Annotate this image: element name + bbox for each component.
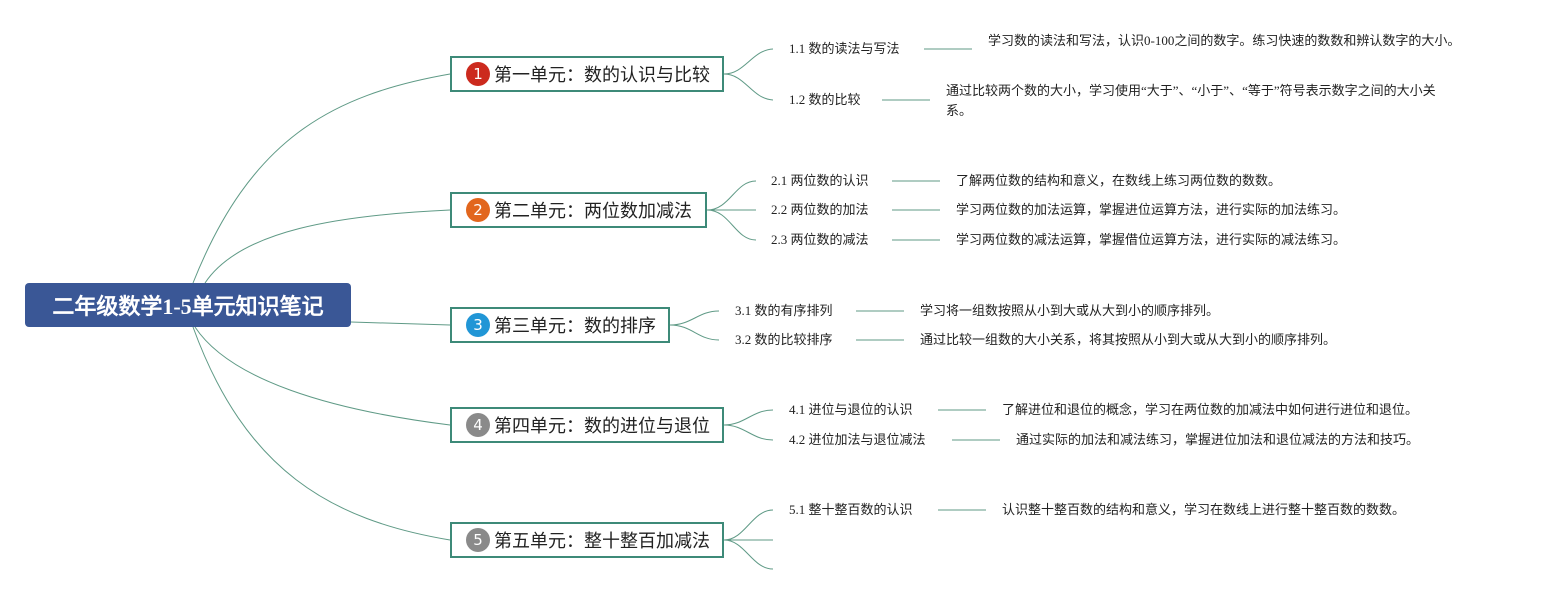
connector-root-unit-2 (204, 209, 451, 284)
unit-3-title: 第三单元：数的排序 (494, 316, 656, 337)
connector-root-unit-4 (194, 326, 451, 426)
description-1-2: 通过比较两个数的大小，学习使用“大于”、“小于”、“等于”符号表示数字之间的大小… (946, 83, 1436, 118)
subtopic-1-2[interactable]: 1.2 数的比较 (789, 92, 861, 107)
subtopic-1-1[interactable]: 1.1 数的读法与写法 (789, 41, 900, 56)
description-4-1: 了解进位和退位的概念，学习在两位数的加减法中如何进行进位和退位。 (1002, 402, 1419, 417)
unit-5-title: 第五单元：整十整百加减法 (494, 531, 710, 552)
description-4-2: 通过实际的加法和减法练习，掌握进位加法和退位减法的方法和技巧。 (1016, 432, 1420, 447)
number-5-badge-icon: 5 (466, 528, 490, 552)
connector-u4-t2 (723, 424, 774, 441)
number-1-badge-icon: 1 (466, 62, 490, 86)
connector-u5-t3 (723, 539, 774, 570)
subtopic-2-1[interactable]: 2.1 两位数的认识 (771, 173, 869, 188)
connector-u2-t1 (706, 180, 757, 211)
root-topic[interactable]: 二年级数学1-5单元知识笔记 (25, 283, 351, 327)
unit-1-title: 第一单元：数的认识与比较 (494, 65, 710, 86)
unit-1-topic[interactable]: 1 第一单元：数的认识与比较 (450, 56, 724, 92)
subtopic-4-1[interactable]: 4.1 进位与退位的认识 (789, 402, 913, 417)
connector-root-unit-5 (192, 326, 451, 541)
connector-u1-t1 (723, 48, 774, 75)
connector-u3-t1 (669, 310, 720, 326)
connector-u4-t1 (723, 409, 774, 426)
description-1-1: 学习数的读法和写法，认识0-100之间的数字。练习快速的数数和辨认数字的大小。 (988, 33, 1461, 48)
subtopic-4-2[interactable]: 4.2 进位加法与退位减法 (789, 432, 926, 447)
description-2-1: 了解两位数的结构和意义，在数线上练习两位数的数数。 (956, 173, 1282, 188)
description-2-2: 学习两位数的加法运算，掌握进位运算方法，进行实际的加法练习。 (956, 202, 1347, 217)
description-5-1: 认识整十整百数的结构和意义，学习在数线上进行整十整百数的数数。 (1002, 502, 1406, 517)
connector-u3-t2 (669, 324, 720, 341)
connector-u5-t1 (723, 509, 774, 541)
connector-u2-t3 (706, 209, 757, 241)
unit-4-topic[interactable]: 4 第四单元：数的进位与退位 (450, 407, 724, 443)
unit-4-title: 第四单元：数的进位与退位 (494, 416, 710, 437)
subtopic-3-2[interactable]: 3.2 数的比较排序 (735, 332, 833, 347)
number-4-badge-icon: 4 (466, 413, 490, 437)
description-3-2: 通过比较一组数的大小关系，将其按照从小到大或从大到小的顺序排列。 (920, 332, 1337, 347)
connector-u1-t2 (723, 73, 774, 101)
description-2-3: 学习两位数的减法运算，掌握借位运算方法，进行实际的减法练习。 (956, 232, 1347, 247)
unit-2-topic[interactable]: 2 第二单元：两位数加减法 (450, 192, 707, 228)
number-3-badge-icon: 3 (466, 313, 490, 337)
unit-3-topic[interactable]: 3 第三单元：数的排序 (450, 307, 670, 343)
subtopic-2-2[interactable]: 2.2 两位数的加法 (771, 202, 869, 217)
subtopic-3-1[interactable]: 3.1 数的有序排列 (735, 303, 833, 318)
subtopic-5-1[interactable]: 5.1 整十整百数的认识 (789, 502, 913, 517)
connector-root-unit-1 (192, 73, 451, 284)
connector-root-unit-3 (350, 321, 451, 326)
description-3-1: 学习将一组数按照从小到大或从大到小的顺序排列。 (920, 303, 1220, 318)
number-2-badge-icon: 2 (466, 198, 490, 222)
unit-5-topic[interactable]: 5 第五单元：整十整百加减法 (450, 522, 724, 558)
unit-2-title: 第二单元：两位数加减法 (494, 201, 692, 222)
subtopic-2-3[interactable]: 2.3 两位数的减法 (771, 232, 869, 247)
